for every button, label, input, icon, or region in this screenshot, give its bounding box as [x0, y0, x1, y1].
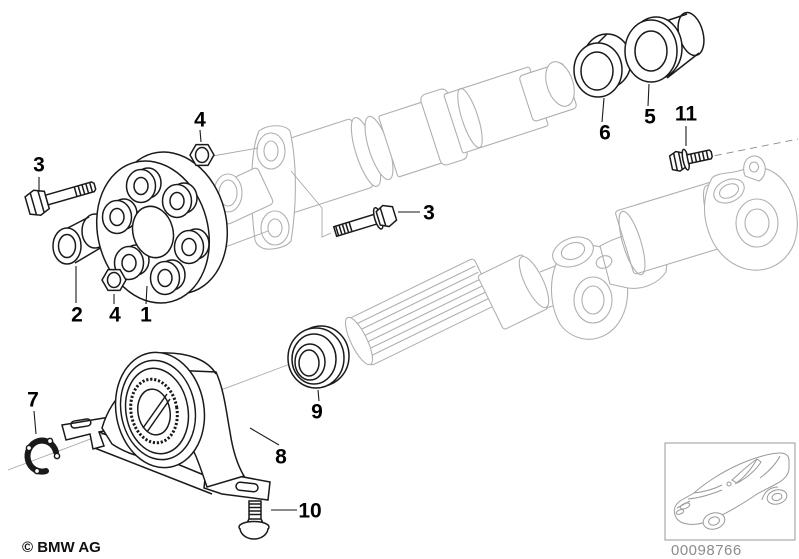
bolt-small — [668, 148, 713, 172]
callout-10[interactable]: 10 — [298, 499, 322, 523]
callout-6[interactable]: 6 — [599, 121, 611, 145]
parts-drawing — [24, 11, 713, 540]
bearing — [287, 325, 350, 389]
flex-disc — [95, 151, 229, 304]
dust-ring — [573, 33, 632, 98]
callout-4-bottom[interactable]: 4 — [109, 303, 121, 327]
callout-11[interactable]: 11 — [674, 102, 698, 126]
copyright-text: © BMW AG — [22, 539, 101, 556]
callout-3-middle[interactable]: 3 — [423, 201, 435, 225]
car-thumbnail — [664, 442, 796, 541]
diagram-number: 00098766 — [671, 542, 742, 559]
nut-bottom — [101, 268, 127, 292]
callout-2[interactable]: 2 — [71, 303, 83, 327]
callout-1[interactable]: 1 — [140, 303, 152, 327]
screw — [238, 500, 270, 540]
callout-7[interactable]: 7 — [27, 388, 39, 412]
callout-3-left[interactable]: 3 — [33, 153, 45, 177]
sleeve — [624, 11, 705, 83]
leader-lines — [33, 83, 687, 511]
lock-clip — [24, 437, 61, 475]
nut-top — [189, 143, 215, 167]
center-mount — [61, 351, 271, 501]
drive-shaft-drawing — [210, 61, 798, 366]
callout-4-top[interactable]: 4 — [194, 108, 206, 132]
callout-9[interactable]: 9 — [311, 400, 323, 424]
bolt-left — [24, 181, 97, 217]
callout-5[interactable]: 5 — [644, 105, 656, 129]
bolt-middle — [332, 204, 398, 238]
cv-flange — [703, 155, 798, 271]
callout-8[interactable]: 8 — [275, 445, 287, 469]
